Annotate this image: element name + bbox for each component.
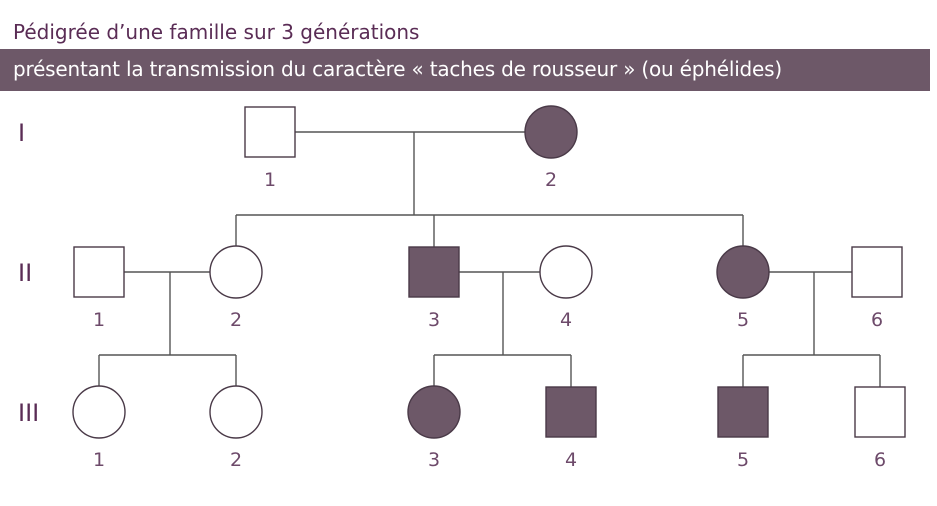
subtitle-banner: présentant la transmission du caractère …: [0, 49, 930, 91]
member-number: 1: [264, 169, 276, 191]
unaffected-female-symbol: [209, 245, 263, 299]
member-number: 4: [565, 449, 577, 471]
unaffected-female-symbol: [539, 245, 593, 299]
unaffected-female-symbol: [72, 385, 126, 439]
member-number: 2: [230, 309, 242, 331]
pedigree-lines: [98, 131, 881, 387]
pedigree-symbols: [72, 105, 906, 439]
member-number: 2: [230, 449, 242, 471]
affected-female-symbol: [407, 385, 461, 439]
affected-female-symbol: [716, 245, 770, 299]
member-number: 6: [874, 449, 886, 471]
member-number: 5: [737, 309, 749, 331]
affected-female-symbol: [524, 105, 578, 159]
member-number: 2: [545, 169, 557, 191]
member-number: 5: [737, 449, 749, 471]
member-number: 1: [93, 309, 105, 331]
member-number: 3: [428, 449, 440, 471]
member-number: 4: [560, 309, 572, 331]
generation-label: III: [18, 399, 39, 427]
diagram-title: Pédigrée d’une famille sur 3 générations: [13, 20, 420, 44]
diagram-subtitle: présentant la transmission du caractère …: [13, 57, 782, 81]
unaffected-male-symbol: [854, 386, 906, 438]
unaffected-male-symbol: [851, 246, 903, 298]
unaffected-male-symbol: [73, 246, 125, 298]
member-number: 6: [871, 309, 883, 331]
affected-male-symbol: [408, 246, 460, 298]
unaffected-male-symbol: [244, 106, 296, 158]
generation-label: I: [18, 119, 25, 147]
member-number: 1: [93, 449, 105, 471]
affected-male-symbol: [545, 386, 597, 438]
affected-male-symbol: [717, 386, 769, 438]
generation-label: II: [18, 259, 32, 287]
member-number: 3: [428, 309, 440, 331]
unaffected-female-symbol: [209, 385, 263, 439]
